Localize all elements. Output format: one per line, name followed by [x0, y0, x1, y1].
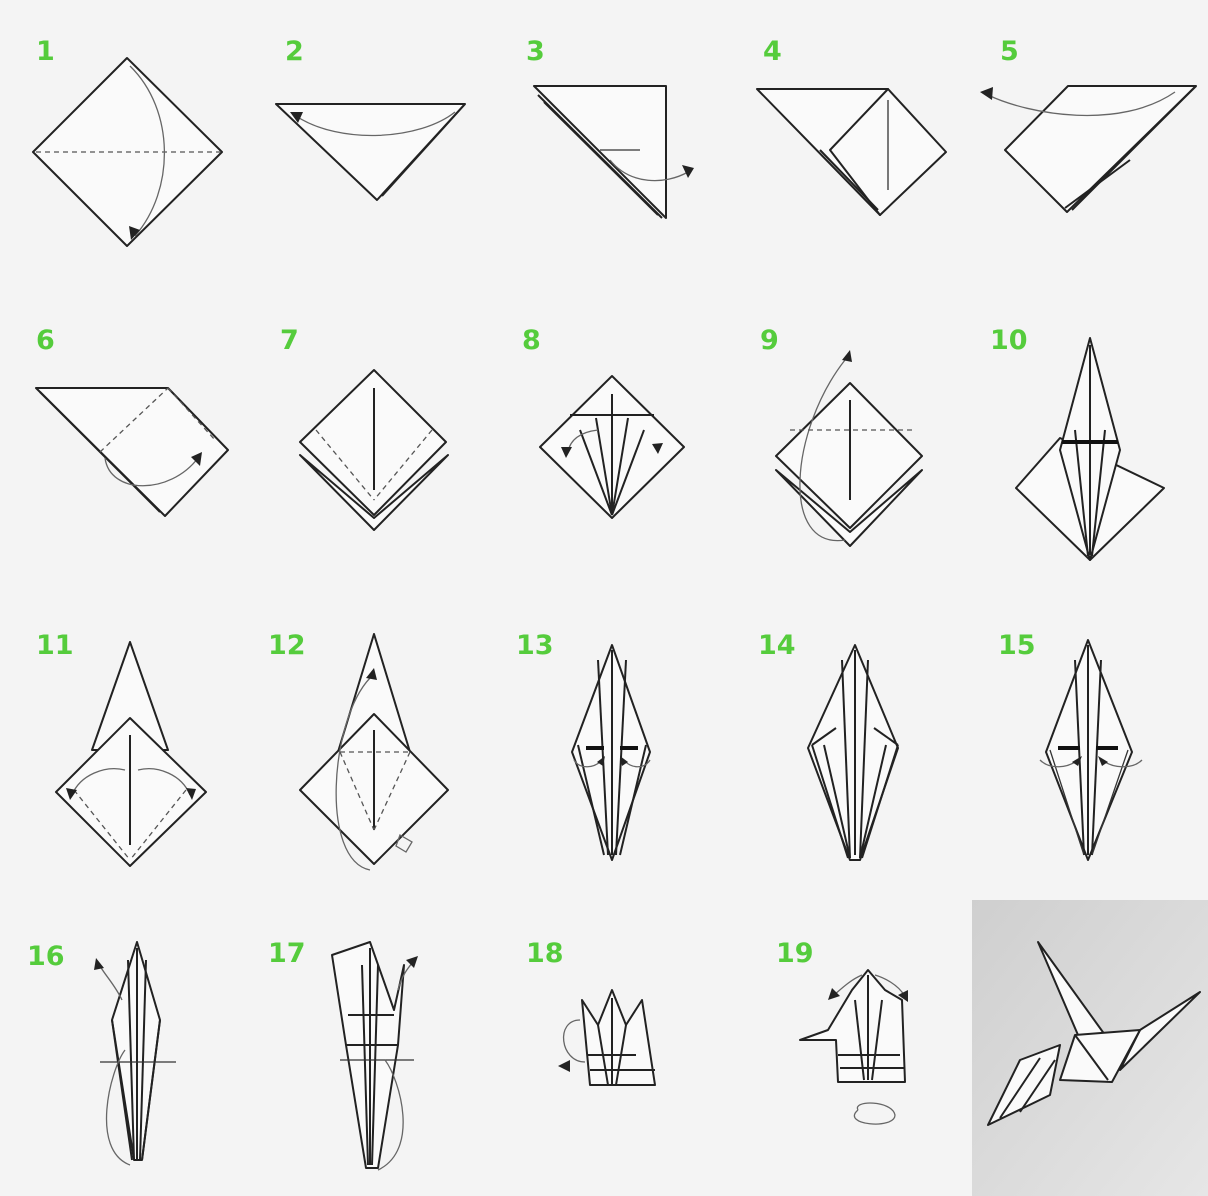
step-number-17: 17 [268, 938, 306, 969]
step-14-diagram [808, 645, 898, 860]
step-number-1: 1 [36, 36, 55, 67]
step-19-diagram [800, 970, 908, 1124]
step-number-14: 14 [758, 630, 796, 661]
step-3-diagram [534, 86, 694, 218]
step-12-diagram [300, 634, 448, 870]
step-number-2: 2 [285, 36, 304, 67]
step-number-11: 11 [36, 630, 74, 661]
step-number-5: 5 [1000, 36, 1019, 67]
step-2-diagram [276, 104, 465, 200]
finished-crane-panel [972, 900, 1208, 1196]
step-number-18: 18 [526, 938, 564, 969]
step-number-10: 10 [990, 325, 1028, 356]
step-1-diagram [33, 58, 222, 246]
step-15-diagram [1040, 640, 1142, 860]
step-number-3: 3 [526, 36, 545, 67]
step-5-diagram [980, 86, 1196, 212]
step-8-diagram [540, 376, 684, 518]
step-number-19: 19 [776, 938, 814, 969]
step-16-diagram [94, 942, 176, 1165]
step-7-diagram [300, 370, 448, 530]
step-number-13: 13 [516, 630, 554, 661]
step-10-diagram [1016, 338, 1164, 560]
step-number-7: 7 [280, 325, 299, 356]
step-number-8: 8 [522, 325, 541, 356]
step-number-15: 15 [998, 630, 1036, 661]
step-number-9: 9 [760, 325, 779, 356]
step-4-diagram [757, 89, 946, 215]
step-number-4: 4 [763, 36, 782, 67]
step-11-diagram [56, 642, 206, 866]
step-17-diagram [332, 942, 418, 1170]
step-number-16: 16 [27, 941, 65, 972]
step-number-12: 12 [268, 630, 306, 661]
step-9-diagram [776, 350, 922, 546]
step-6-diagram [36, 388, 228, 516]
step-13-diagram [572, 645, 650, 860]
step-number-6: 6 [36, 325, 55, 356]
step-18-diagram [558, 990, 655, 1085]
